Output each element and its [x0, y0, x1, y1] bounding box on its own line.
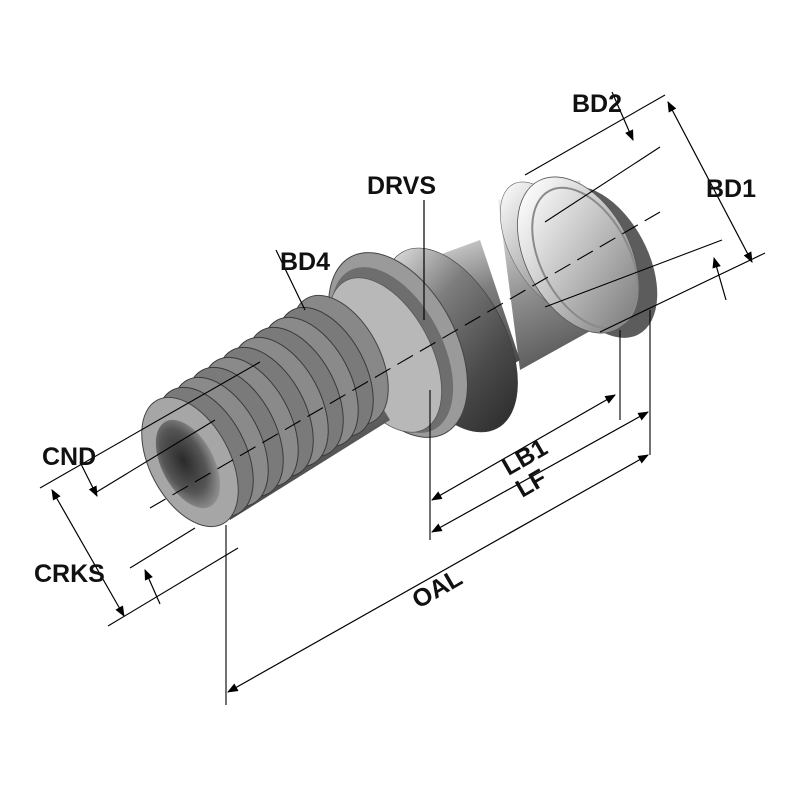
- label-bd2: BD2: [572, 90, 622, 118]
- pull-stud-body: [141, 176, 658, 528]
- label-crks: CRKS: [34, 560, 105, 588]
- head-flange: [517, 176, 639, 334]
- label-oal: OAL: [407, 564, 467, 615]
- dimension-labels: BD2 BD1 DRVS BD4 CND CRKS LB1 LF OAL: [34, 90, 756, 614]
- label-drvs: DRVS: [367, 172, 436, 200]
- label-bd1: BD1: [706, 175, 756, 203]
- label-cnd: CND: [42, 443, 96, 471]
- bore: [155, 419, 221, 509]
- label-bd4: BD4: [280, 248, 330, 276]
- dimension-lines: [39, 91, 766, 705]
